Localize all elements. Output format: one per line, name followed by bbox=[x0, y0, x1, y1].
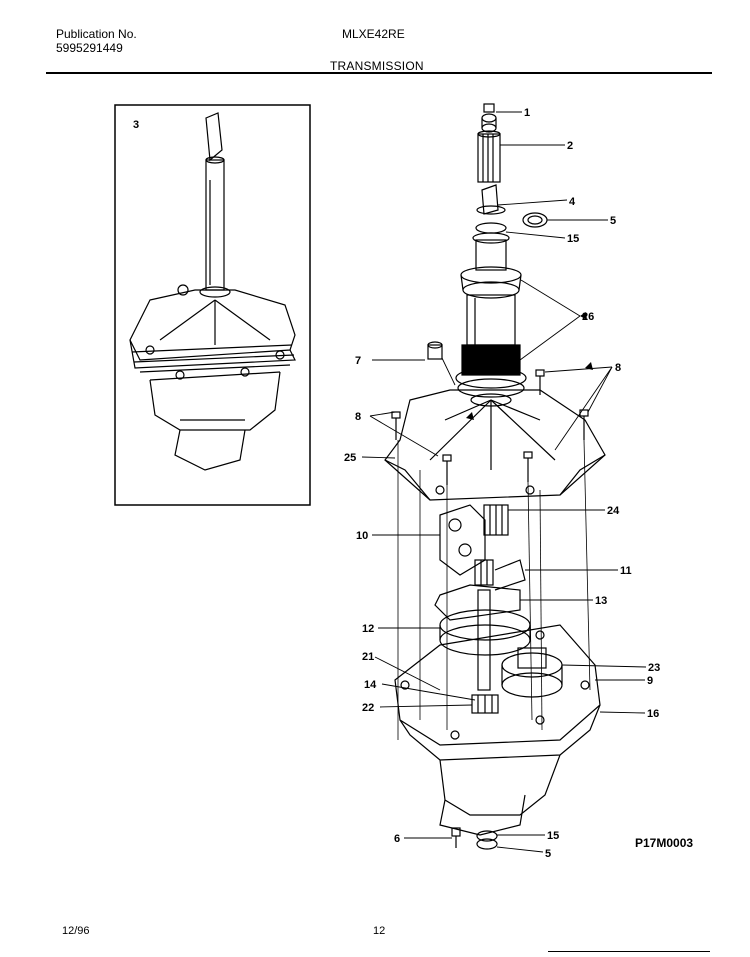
callout-9: 9 bbox=[647, 675, 653, 687]
part-lower-case bbox=[394, 624, 601, 746]
callout-24: 24 bbox=[607, 505, 620, 517]
header-rule bbox=[46, 72, 712, 74]
part-bolts bbox=[391, 369, 589, 485]
callout-16: 16 bbox=[647, 708, 659, 720]
part-nut bbox=[483, 103, 495, 113]
footer-rule bbox=[548, 951, 710, 952]
callout-2: 2 bbox=[567, 140, 573, 152]
page-number: 12 bbox=[373, 925, 386, 937]
inset-frame bbox=[114, 104, 311, 506]
callout-8-right: 8 bbox=[615, 362, 621, 374]
publication-number: 5995291449 bbox=[56, 41, 123, 55]
part-plate bbox=[434, 584, 521, 621]
section-title: TRANSMISSION bbox=[330, 59, 424, 73]
callout-1: 1 bbox=[524, 107, 530, 119]
model-number: MLXE42RE bbox=[342, 27, 405, 41]
footer-date: 12/96 bbox=[62, 925, 90, 937]
callout-22: 22 bbox=[362, 702, 374, 714]
callout-6: 6 bbox=[394, 833, 400, 845]
part-plug bbox=[427, 344, 443, 360]
part-seal bbox=[461, 344, 521, 376]
callout-14: 14 bbox=[364, 679, 377, 691]
callout-8-left: 8 bbox=[355, 411, 361, 423]
inset-label: 3 bbox=[133, 119, 139, 131]
callout-15-top: 15 bbox=[567, 233, 579, 245]
callout-4: 4 bbox=[569, 196, 576, 208]
callout-13: 13 bbox=[595, 595, 607, 607]
part-lower-pinion bbox=[474, 559, 494, 586]
diagram-code: P17M0003 bbox=[635, 836, 694, 850]
inset-housing bbox=[129, 289, 296, 361]
publication-label: Publication No. bbox=[56, 27, 137, 41]
callout-21: 21 bbox=[362, 651, 374, 663]
part-main-shaft bbox=[475, 239, 507, 271]
callout-11: 11 bbox=[620, 565, 632, 577]
callout-12: 12 bbox=[362, 623, 374, 635]
callout-5-bottom: 5 bbox=[545, 848, 551, 860]
callout-10: 10 bbox=[356, 530, 368, 542]
callout-5-top: 5 bbox=[610, 215, 616, 227]
callout-25: 25 bbox=[344, 452, 356, 464]
part-spline-sleeve bbox=[477, 133, 501, 183]
part-shaft-top bbox=[481, 184, 499, 215]
part-upper-cover bbox=[384, 389, 606, 501]
callout-26: 26 bbox=[582, 311, 594, 323]
callout-23: 23 bbox=[648, 662, 660, 674]
callout-15-bottom: 15 bbox=[547, 830, 559, 842]
inset-shaft bbox=[205, 112, 223, 162]
callout-7: 7 bbox=[355, 355, 361, 367]
part-washer bbox=[522, 212, 548, 228]
